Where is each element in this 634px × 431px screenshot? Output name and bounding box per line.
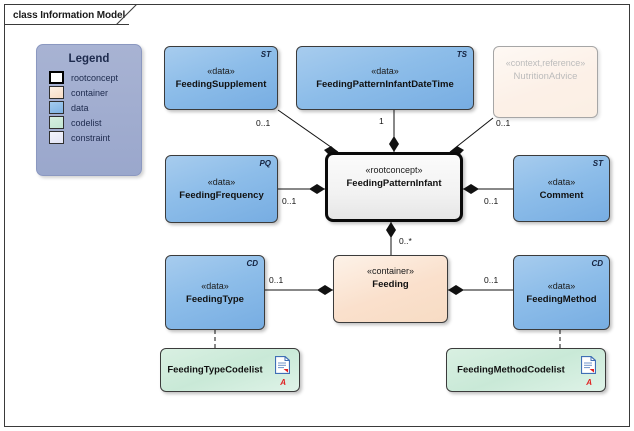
legend-item-constraint: constraint: [49, 131, 141, 144]
class-box-feeding-method[interactable]: CD «data» FeedingMethod: [513, 255, 610, 330]
class-name-label: NutritionAdvice: [513, 71, 578, 82]
class-box-feeding-frequency[interactable]: PQ «data» FeedingFrequency: [165, 155, 278, 223]
multiplicity-frequency-root: 0..1: [282, 196, 297, 206]
legend-label-constraint: constraint: [71, 132, 111, 143]
class-name-label: FeedingPatternInfantDateTime: [316, 79, 454, 90]
document-icon: [580, 355, 597, 375]
class-box-feeding-supplement[interactable]: ST «data» FeedingSupplement: [164, 46, 278, 110]
class-name-label: Feeding: [372, 279, 409, 290]
class-box-feeding-pattern-infant-datetime[interactable]: TS «data» FeedingPatternInfantDateTime: [296, 46, 474, 110]
type-tag-cd: CD: [246, 259, 258, 268]
multiplicity-advice-root: 0..1: [496, 118, 511, 128]
stereotype-label: «data»: [201, 280, 229, 291]
class-name-label: FeedingSupplement: [175, 79, 267, 90]
stereotype-label: «data»: [207, 66, 235, 76]
type-tag-st: ST: [592, 159, 603, 168]
class-name-label: FeedingMethodCodelist: [457, 364, 565, 376]
stereotype-label: «context,reference»: [505, 58, 586, 68]
type-tag-cd: CD: [591, 259, 603, 268]
stereotype-label: «data»: [547, 176, 576, 187]
class-box-nutrition-advice[interactable]: «context,reference» NutritionAdvice: [493, 46, 598, 118]
rootconcept-swatch: [49, 71, 64, 84]
class-box-feeding-pattern-infant[interactable]: «rootconcept» FeedingPatternInfant: [325, 152, 463, 222]
abstract-marker: A: [586, 378, 592, 387]
multiplicity-type-feeding: 0..1: [269, 275, 284, 285]
multiplicity-feeding-method: 0..1: [484, 275, 499, 285]
class-name-label: FeedingTypeCodelist: [167, 364, 263, 376]
codelist-swatch: [49, 116, 64, 129]
title-tab-corner: [116, 4, 138, 25]
title-tab-underline: [4, 24, 129, 25]
container-swatch: [49, 86, 64, 99]
stereotype-label: «rootconcept»: [365, 165, 423, 175]
stereotype-label: «data»: [207, 177, 236, 187]
multiplicity-datetime-root: 1: [379, 116, 384, 126]
legend-item-container: container: [49, 86, 141, 99]
class-box-feeding-method-codelist[interactable]: FeedingMethodCodelist A: [446, 348, 606, 392]
class-box-comment[interactable]: ST «data» Comment: [513, 155, 610, 222]
type-tag-st: ST: [260, 50, 271, 59]
multiplicity-root-comment: 0..1: [484, 196, 499, 206]
type-tag-ts: TS: [456, 50, 467, 59]
class-name-label: Comment: [539, 189, 584, 201]
class-name-label: FeedingType: [186, 293, 244, 305]
constraint-swatch: [49, 131, 64, 144]
legend-label-codelist: codelist: [71, 117, 102, 128]
legend-title: Legend: [68, 53, 110, 65]
legend-label-data: data: [71, 102, 89, 113]
abstract-marker: A: [280, 378, 286, 387]
diagram-title-tab: class Information Model: [4, 4, 148, 25]
stereotype-label: «container»: [366, 266, 415, 276]
legend-panel: Legend rootconcept container data codeli…: [36, 44, 142, 176]
legend-item-data: data: [49, 101, 141, 114]
class-box-feeding-type[interactable]: CD «data» FeedingType: [165, 255, 265, 330]
class-box-feeding[interactable]: «container» Feeding: [333, 255, 448, 323]
legend-label-container: container: [71, 87, 109, 98]
legend-label-rootconcept: rootconcept: [71, 72, 119, 83]
multiplicity-root-feeding: 0..*: [399, 236, 412, 246]
class-box-feeding-type-codelist[interactable]: FeedingTypeCodelist A: [160, 348, 300, 392]
data-swatch: [49, 101, 64, 114]
class-name-label: FeedingFrequency: [179, 190, 264, 201]
legend-item-rootconcept: rootconcept: [49, 71, 141, 84]
multiplicity-supplement-root: 0..1: [256, 118, 271, 128]
type-tag-pq: PQ: [259, 159, 271, 168]
legend-item-codelist: codelist: [49, 116, 141, 129]
class-name-label: FeedingMethod: [526, 293, 597, 305]
stereotype-label: «data»: [547, 280, 576, 291]
class-name-label: FeedingPatternInfant: [346, 178, 442, 189]
page-title: class Information Model: [13, 10, 126, 21]
stereotype-label: «data»: [371, 66, 399, 76]
document-icon: [274, 355, 291, 375]
